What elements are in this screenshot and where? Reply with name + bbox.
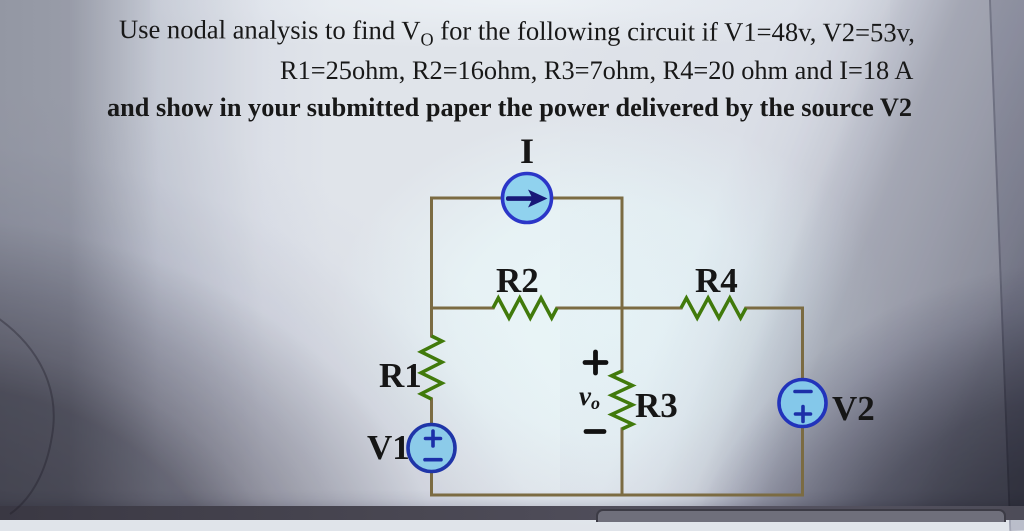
svg-text:v: v xyxy=(579,381,592,411)
svg-text:V1: V1 xyxy=(367,428,410,467)
svg-text:I: I xyxy=(520,131,534,171)
svg-text:R4: R4 xyxy=(695,261,738,300)
svg-text:V2: V2 xyxy=(832,389,875,428)
svg-text:R3: R3 xyxy=(635,386,678,425)
svg-text:R1: R1 xyxy=(379,356,422,395)
svg-text:o: o xyxy=(591,393,600,413)
svg-text:R2: R2 xyxy=(496,261,539,300)
